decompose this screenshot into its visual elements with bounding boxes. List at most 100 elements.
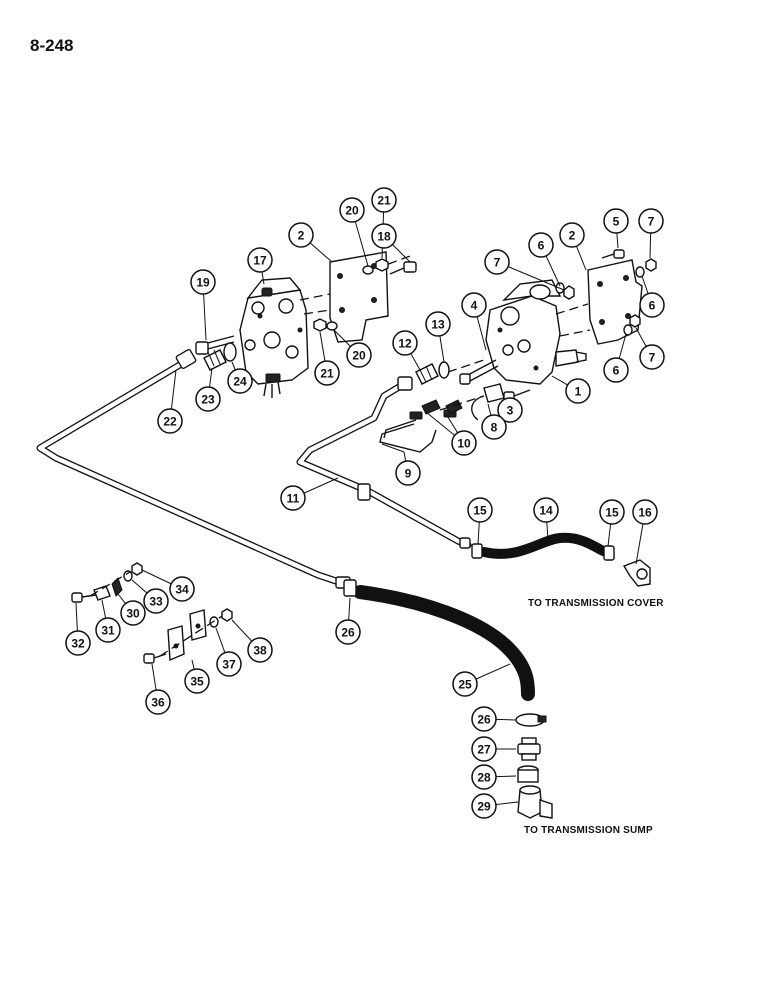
washer-20-lower [326, 321, 338, 331]
callout-c34: 34 [169, 576, 195, 602]
callout-c13: 13 [425, 311, 451, 337]
callout-label: 32 [71, 637, 85, 651]
callout-label: 9 [405, 467, 412, 481]
callout-circle [467, 497, 493, 523]
washer-6-c [623, 324, 633, 336]
callout-label: 36 [151, 696, 165, 710]
callout-label: 4 [471, 299, 478, 313]
callout-circle [451, 430, 477, 456]
callout-label: 28 [477, 771, 491, 785]
callout-label: 37 [222, 658, 236, 672]
callout-c1: 1 [565, 378, 591, 404]
callout-c5: 5 [603, 208, 629, 234]
callout-label: 29 [477, 800, 491, 814]
callout-circle [599, 499, 625, 525]
callout-circle [371, 187, 397, 213]
callout-label: 2 [298, 229, 305, 243]
callout-circle [461, 292, 487, 318]
callout-label: 24 [233, 375, 247, 389]
bolt-36 [143, 653, 167, 664]
callout-c6c: 6 [603, 357, 629, 383]
callout-label: 5 [613, 215, 620, 229]
hose-14 [479, 532, 611, 559]
callout-circle [528, 232, 554, 258]
callout-circle [280, 485, 306, 511]
bolt-18 [389, 261, 417, 275]
callout-c6b: 6 [639, 292, 665, 318]
callout-c16: 16 [632, 499, 658, 525]
hose-clamp-26-lower [515, 713, 547, 727]
callout-label: 16 [638, 506, 652, 520]
callout-c2b: 2 [559, 222, 585, 248]
callout-circle [184, 668, 210, 694]
callout-circle [638, 208, 664, 234]
control-valve-17 [239, 277, 309, 398]
callout-circle [335, 619, 361, 645]
hose-clamp-15-a [471, 543, 483, 559]
callout-circle [392, 330, 418, 356]
callout-c24: 24 [227, 368, 253, 394]
callout-label: 15 [473, 504, 487, 518]
callout-c7b: 7 [638, 208, 664, 234]
callout-label: 21 [377, 194, 391, 208]
callout-circle [339, 197, 365, 223]
callout-c7a: 7 [484, 249, 510, 275]
callout-circle [559, 222, 585, 248]
bushing-28 [517, 765, 539, 783]
callout-c23: 23 [195, 386, 221, 412]
page-number: 8-248 [30, 36, 74, 55]
callout-label: 10 [457, 437, 471, 451]
callout-circle [157, 408, 183, 434]
callout-circle [484, 249, 510, 275]
callout-label: 33 [149, 595, 163, 609]
hose-clamp-26-upper [343, 579, 357, 597]
tube-clamp [357, 483, 371, 501]
callout-label: 18 [377, 230, 391, 244]
clamp-35 [167, 609, 207, 662]
callout-c21a: 21 [371, 187, 397, 213]
callout-c32: 32 [65, 630, 91, 656]
callout-label: 1 [575, 385, 582, 399]
nut-7-a [563, 285, 575, 300]
callout-c33: 33 [143, 588, 169, 614]
callout-circle [227, 368, 253, 394]
callout-circle [565, 378, 591, 404]
callout-c25: 25 [452, 671, 478, 697]
callout-label: 35 [190, 675, 204, 689]
callout-circle [471, 793, 497, 819]
callout-label: 31 [101, 624, 115, 638]
callout-label: 30 [126, 607, 140, 621]
callout-c37: 37 [216, 651, 242, 677]
callout-circle [143, 588, 169, 614]
callout-circle [314, 360, 340, 386]
callout-label: 38 [253, 644, 267, 658]
callout-label: 12 [398, 337, 412, 351]
callout-circle [371, 223, 397, 249]
callout-label: 14 [539, 504, 553, 518]
steel-tube-22 [36, 348, 351, 589]
callout-c31: 31 [95, 617, 121, 643]
callout-circle [145, 689, 171, 715]
callout-c18: 18 [371, 223, 397, 249]
callout-label: 11 [287, 492, 300, 506]
callout-circle [65, 630, 91, 656]
callout-c2a: 2 [288, 222, 314, 248]
steel-tube-11 [296, 376, 472, 549]
callout-label: 6 [538, 239, 545, 253]
callout-c28: 28 [471, 764, 497, 790]
callout-circle [288, 222, 314, 248]
callout-c12: 12 [392, 330, 418, 356]
callout-label: 20 [345, 204, 359, 218]
callout-label: 6 [649, 299, 656, 313]
callout-c3: 3 [497, 397, 523, 423]
bolt-32 [71, 592, 97, 603]
callout-label: 23 [201, 393, 215, 407]
elbow-29 [517, 785, 553, 819]
callout-circle [452, 671, 478, 697]
callout-circle [169, 576, 195, 602]
nut-7-b [645, 258, 657, 272]
note-transmission-cover: TO TRANSMISSION COVER [528, 598, 664, 609]
callout-circle [639, 344, 665, 370]
